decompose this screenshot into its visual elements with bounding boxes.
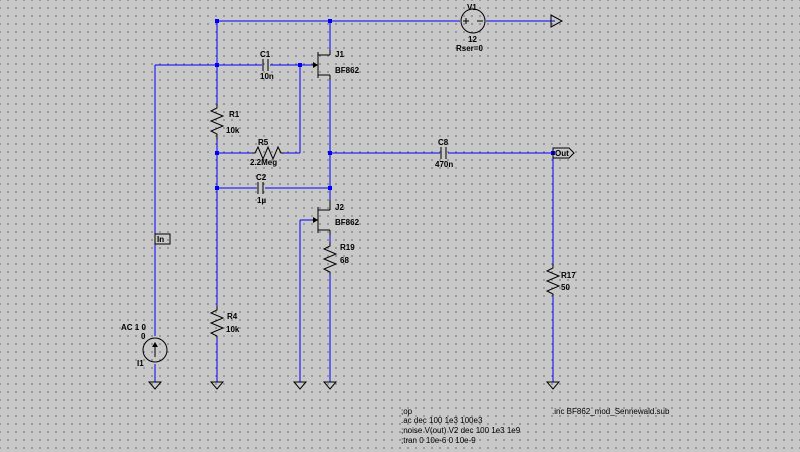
c8-name: C8 bbox=[438, 138, 449, 147]
c2-value: 1µ bbox=[257, 196, 266, 205]
directive-op[interactable]: ;op bbox=[401, 407, 413, 416]
ground-icon bbox=[292, 381, 308, 390]
r4-name: R4 bbox=[227, 312, 238, 321]
net-label-out[interactable]: Out bbox=[552, 147, 575, 159]
i1-dc-value: 0 bbox=[141, 332, 146, 341]
directive-inc[interactable]: .inc BF862_mod_Sennewald.sub bbox=[552, 407, 670, 416]
ground-icon bbox=[545, 381, 561, 390]
jfet-j1[interactable]: J1 BF862 bbox=[312, 50, 360, 80]
v1-name: V1 bbox=[467, 3, 477, 12]
junction-dot bbox=[215, 186, 219, 190]
ground-icon bbox=[147, 381, 163, 390]
v1-voltage-source[interactable]: V1 12 Rser=0 bbox=[456, 3, 486, 53]
ground-symbols bbox=[147, 381, 561, 390]
junction-dot bbox=[328, 19, 332, 23]
ground-icon bbox=[209, 381, 225, 390]
r5-name: R5 bbox=[258, 138, 269, 147]
junction-dot bbox=[215, 151, 219, 155]
capacitor-c1[interactable]: C1 10n bbox=[260, 50, 274, 81]
r17-value: 50 bbox=[561, 283, 570, 292]
junction-dot bbox=[298, 63, 302, 67]
junction-dot bbox=[328, 151, 332, 155]
resistor-r17[interactable]: R17 50 bbox=[545, 264, 576, 296]
wires bbox=[154, 20, 555, 382]
j1-model: BF862 bbox=[335, 66, 360, 75]
v1-rser: Rser=0 bbox=[456, 44, 483, 53]
junction-dot bbox=[215, 63, 219, 67]
r5-value: 2.2Meg bbox=[250, 158, 277, 167]
supply-arrow-icon bbox=[550, 14, 564, 28]
r17-name: R17 bbox=[561, 271, 576, 280]
c1-value: 10n bbox=[260, 72, 274, 81]
r19-name: R19 bbox=[340, 243, 355, 252]
net-label-in[interactable]: In bbox=[154, 233, 171, 245]
current-source-i1[interactable]: AC 1 0 0 I1 bbox=[121, 323, 168, 368]
i1-name: I1 bbox=[137, 359, 144, 368]
c1-name: C1 bbox=[260, 50, 271, 59]
j2-name: J2 bbox=[335, 203, 344, 212]
junction-dot bbox=[328, 186, 332, 190]
j2-model: BF862 bbox=[335, 218, 360, 227]
v1-value: 12 bbox=[468, 35, 477, 44]
resistor-r1[interactable]: R1 10k bbox=[209, 104, 240, 140]
directive-noise[interactable]: ;noise V(out) V2 dec 100 1e3 1e9 bbox=[401, 426, 521, 435]
directive-tran[interactable]: ;tran 0 10e-6 0 10e-9 bbox=[401, 436, 476, 445]
c8-value: 470n bbox=[435, 160, 453, 169]
c2-name: C2 bbox=[256, 173, 267, 182]
capacitor-c8[interactable]: C8 470n bbox=[435, 138, 453, 169]
resistor-r4[interactable]: R4 10k bbox=[209, 306, 240, 338]
resistor-r19[interactable]: R19 68 bbox=[322, 242, 355, 274]
junction-dot bbox=[215, 19, 219, 23]
i1-ac-spec: AC 1 0 bbox=[121, 323, 146, 332]
in-label-text: In bbox=[157, 235, 164, 244]
r19-value: 68 bbox=[340, 256, 349, 265]
directive-ac[interactable]: .ac dec 100 1e3 100e3 bbox=[401, 416, 483, 425]
ground-icon bbox=[322, 381, 338, 390]
jfet-j2[interactable]: J2 BF862 bbox=[312, 200, 360, 235]
r1-name: R1 bbox=[229, 110, 240, 119]
capacitor-c2[interactable]: C2 1µ bbox=[256, 173, 267, 205]
r1-value: 10k bbox=[226, 126, 240, 135]
j1-name: J1 bbox=[335, 50, 344, 59]
resistor-r5[interactable]: R5 2.2Meg bbox=[250, 138, 284, 167]
out-label-text: Out bbox=[555, 149, 569, 158]
spice-directives[interactable]: ;op .ac dec 100 1e3 100e3 ;noise V(out) … bbox=[401, 407, 670, 445]
r4-value: 10k bbox=[226, 325, 240, 334]
